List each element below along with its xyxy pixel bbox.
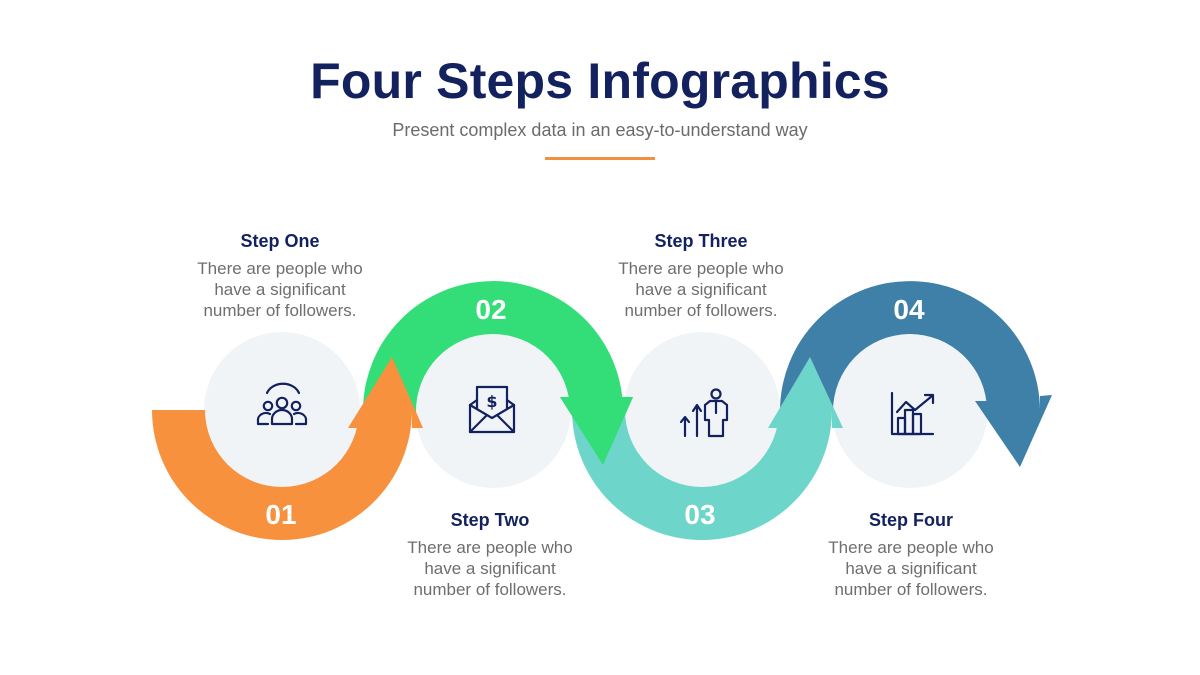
step-2-description: There are people who have a significant … <box>370 537 610 600</box>
step-4-number: 04 <box>893 294 925 325</box>
step-3-circle <box>624 332 780 488</box>
money-envelope-icon: $ <box>468 385 516 434</box>
svg-text:$: $ <box>486 392 497 411</box>
step-2-number: 02 <box>475 294 507 325</box>
step-3-number: 03 <box>684 499 716 530</box>
step-1-description: There are people who have a significant … <box>160 258 400 321</box>
step-4-title: Step Four <box>869 510 953 530</box>
step-4-text: Step Four There are people who have a si… <box>791 509 1031 600</box>
step-2-arrowhead <box>560 397 633 465</box>
step-2-text: Step Two There are people who have a sig… <box>370 509 610 600</box>
step-3-desc-line: number of followers. <box>624 301 778 320</box>
step-4-arrow <box>779 281 1052 467</box>
step-3-desc-line: have a significant <box>635 280 767 299</box>
people-group-icon <box>256 382 308 426</box>
step-1-arrow <box>152 357 423 540</box>
step-2-desc-line: number of followers. <box>413 580 567 599</box>
step-3-text: Step Three There are people who have a s… <box>581 230 821 321</box>
person-growth-icon <box>679 388 729 438</box>
step-3-arrow <box>572 357 843 540</box>
growth-chart-icon <box>890 391 935 436</box>
step-2-desc-line: There are people who <box>407 538 573 557</box>
page-subtitle: Present complex data in an easy-to-under… <box>392 120 808 140</box>
step-3-desc-line: There are people who <box>618 259 784 278</box>
step-4-desc-line: have a significant <box>845 559 977 578</box>
step-1-desc-line: number of followers. <box>203 301 357 320</box>
step-4-desc-line: There are people who <box>828 538 994 557</box>
step-2-title: Step Two <box>450 510 530 530</box>
step-2-arrow <box>362 281 633 465</box>
step-1-title: Step One <box>240 231 320 251</box>
step-3-title: Step Three <box>654 231 748 251</box>
step-4-desc-line: number of followers. <box>834 580 988 599</box>
step-1-number: 01 <box>265 499 297 530</box>
step-1-desc-line: There are people who <box>197 259 363 278</box>
step-2-desc-line: have a significant <box>424 559 556 578</box>
step-4-description: There are people who have a significant … <box>791 537 1031 600</box>
page-title: Four Steps Infographics <box>310 53 890 109</box>
step-1-text: Step One There are people who have a sig… <box>160 230 400 321</box>
step-1-desc-line: have a significant <box>214 280 346 299</box>
step-2-circle <box>415 332 571 488</box>
step-3-description: There are people who have a significant … <box>581 258 821 321</box>
title-divider <box>545 157 655 160</box>
